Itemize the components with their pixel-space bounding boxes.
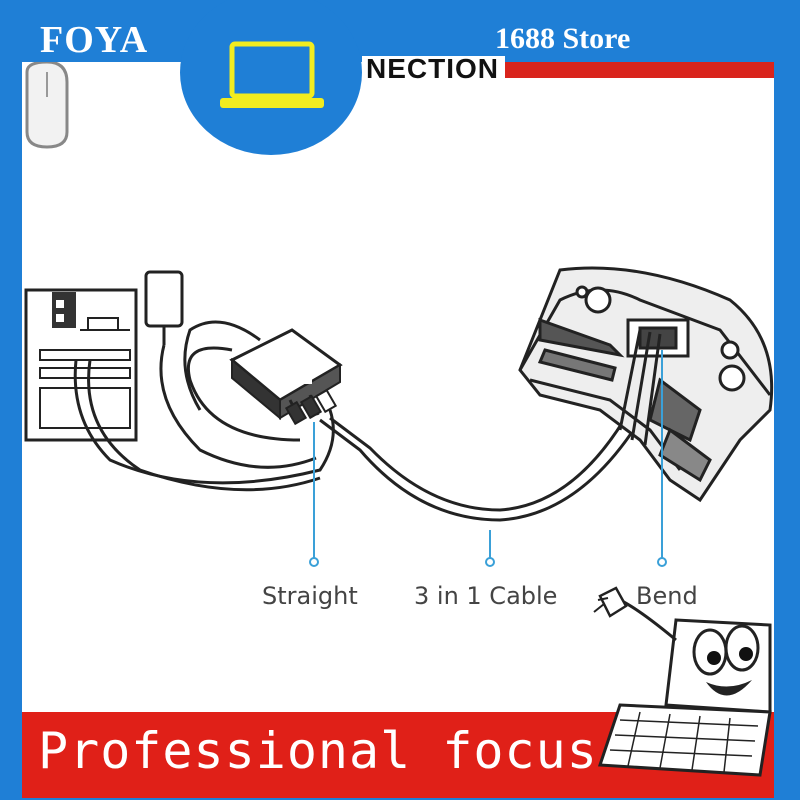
power-plug-icon	[144, 270, 184, 345]
label-bend: Bend	[636, 582, 698, 610]
laptop-icon	[220, 41, 324, 108]
store-name: 1688 Store	[495, 22, 631, 55]
logo-badge	[180, 0, 362, 155]
callout-lines	[309, 350, 667, 567]
mouse-icon	[25, 62, 69, 149]
label-3-in-1-cable: 3 in 1 Cable	[414, 582, 558, 610]
cable-bundle	[73, 320, 642, 522]
banner-slogan: Professional focus	[38, 722, 598, 780]
label-straight: Straight	[262, 582, 358, 610]
header-title-fragment: NECTION	[362, 55, 505, 83]
brand-name: FOYA	[40, 19, 149, 61]
usb-connectors	[284, 388, 338, 426]
